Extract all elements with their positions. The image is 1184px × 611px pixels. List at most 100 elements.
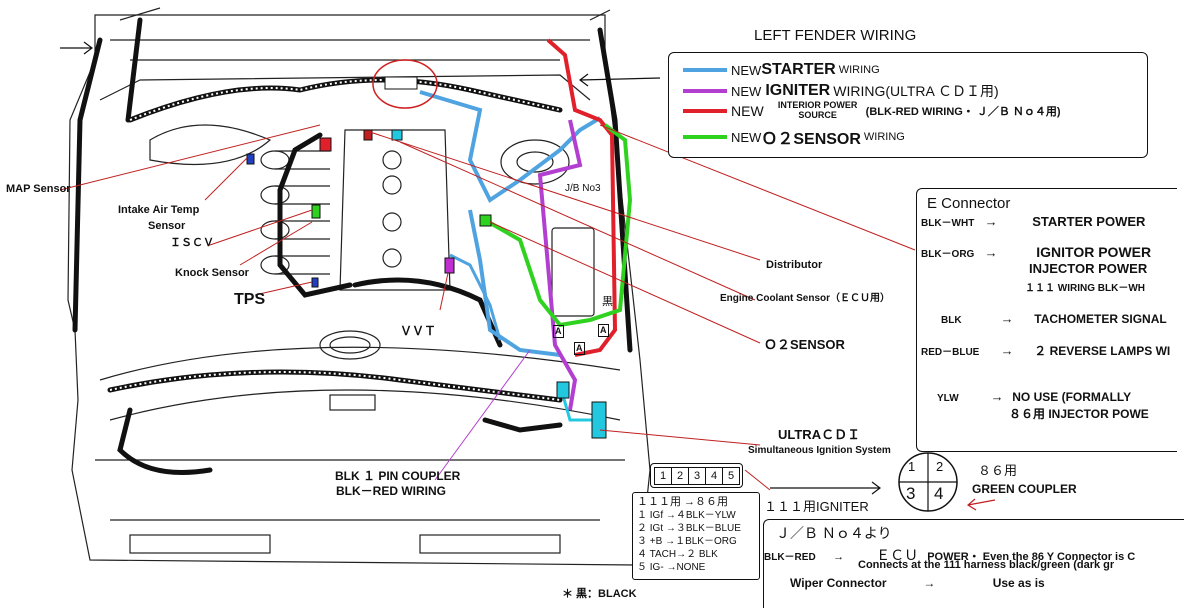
cdi-block-2: [591, 401, 607, 439]
legend-swatch-starter: [683, 68, 727, 72]
map-sensor-block: [319, 137, 332, 152]
starter-wire-lower: [449, 253, 502, 341]
legend-suffix: WIRING: [863, 131, 905, 143]
jb-no4-row2: Connects at the 111 harness black/green …: [858, 559, 1115, 571]
blk-coupler-pointer: [434, 349, 531, 481]
igniter-wire: [537, 119, 583, 411]
jb-no4-row: BLK－RED → ＥＣＵ POWER・ Even the 86 Y Conne…: [764, 545, 1135, 565]
e-connector-row: YLW → NO USE (FORMALLY: [937, 389, 1131, 404]
legend-suffix: WIRING: [838, 64, 880, 76]
legend-main: IGNITER: [765, 82, 831, 99]
mark-a-3: A: [574, 342, 585, 355]
legend-suffix: (BLK-RED WIRING・ Ｊ／Ｂ Ｎｏ４用): [865, 105, 1061, 118]
igniter-table-row: １ IGf →４BLK－YLW: [637, 510, 736, 521]
black-kanji-label: 黒: [602, 296, 613, 308]
ultra-cdi-subtitle: Simultaneous Ignition System: [748, 445, 891, 456]
fusible-link-highlight: [372, 59, 438, 109]
function: ２ REVERSE LAMPS WI: [1034, 344, 1171, 358]
starter-wire: [419, 90, 602, 357]
igniter-pin: 4: [705, 467, 723, 485]
legend-o2: NEW Ｏ２SENSOR WIRING: [683, 125, 905, 149]
jb-no4-row: Wiper Connector → Use as is: [790, 576, 1045, 590]
function: IGNITOR POWER: [1036, 244, 1152, 260]
wire-color: RED－BLUE: [921, 347, 980, 358]
arrow: →: [984, 245, 998, 260]
function: ８６用 INJECTOR POWE: [1009, 407, 1149, 421]
ecu-power-note: POWER・ Even the 86 Y Connector is C: [927, 551, 1136, 563]
e-connector-row: BLK → TACHOMETER SIGNAL: [941, 311, 1167, 326]
function: １１１ WIRING BLK－WH: [1025, 283, 1145, 294]
ultra-cdi-title: ULTRAＣＤＩ: [778, 427, 861, 442]
arrow: →: [1000, 343, 1014, 358]
arrow: →: [833, 551, 845, 563]
engine-bay-outline: [67, 7, 651, 566]
e-connector-row: INJECTOR POWER: [1029, 261, 1147, 276]
legend-prefix: NEW: [731, 102, 764, 119]
vvt-label: ＶＶＴ: [400, 324, 437, 338]
function: TACHOMETER SIGNAL: [1034, 312, 1167, 326]
coupler-pin: 4: [934, 484, 944, 503]
e-connector-row: BLK－WHT → STARTER POWER: [921, 214, 1145, 229]
intake-air-temp-label: Intake Air Temp: [118, 204, 200, 216]
map-sensor-label: MAP Sensor: [6, 183, 71, 195]
igniter-table-row: ４ TACH→２ BLK: [637, 549, 718, 560]
knock-sensor-label: Knock Sensor: [175, 267, 249, 279]
o2-sensor-label: Ｏ２SENSOR: [764, 337, 845, 352]
vvt-block: [444, 257, 455, 274]
e-connector-row: ８６用 INJECTOR POWE: [1009, 405, 1149, 422]
diagram-title: LEFT FENDER WIRING: [754, 27, 917, 44]
iscv-block: [311, 204, 321, 219]
blk-coupler-label-2: BLK－RED WIRING: [336, 484, 446, 498]
igniter-pin: 2: [671, 467, 689, 485]
legend-main: STARTER: [761, 61, 836, 78]
e-connector-title: E Connector: [927, 195, 1011, 212]
red-arrow-coupler: [966, 498, 996, 511]
igniter-pin: 5: [722, 467, 740, 485]
tps-label: TPS: [234, 291, 266, 308]
wiper-connector-value: Use as is: [992, 576, 1045, 590]
legend-swatch-interior-power: [683, 108, 727, 113]
coupler-pin: 3: [906, 484, 916, 503]
wire-color: BLK－RED: [764, 552, 816, 563]
igniter-pin: 1: [654, 467, 672, 485]
igniter-table-row: ２ IGt →３BLK－BLUE: [637, 523, 741, 534]
pointer-lines: [59, 124, 916, 491]
ecu-label: ＥＣＵ: [876, 547, 919, 563]
legend-swatch-igniter: [683, 89, 727, 93]
igniter-pin: 3: [688, 467, 706, 485]
coupler-86-label: ８６用: [978, 463, 1018, 478]
igniter-label: １１１用IGNITER: [764, 499, 869, 514]
function: NO USE (FORMALLY: [1012, 390, 1132, 404]
footnote: ＊ 黒：BLACK: [562, 588, 637, 600]
dotted-harness: [109, 79, 561, 401]
cdi-block-1: [556, 381, 570, 399]
igniter-pinout-table: １１１用 →８６用 １ IGf →４BLK－YLW ２ IGt →３BLK－BL…: [632, 492, 760, 580]
o2-sensor-wire: [484, 123, 633, 328]
legend-main: Ｏ２SENSOR: [761, 131, 861, 148]
jb-no4-panel: Ｊ／Ｂ Ｎｏ４より BLK－RED → ＥＣＵ POWER・ Even the …: [763, 519, 1184, 608]
wire-color: BLK: [941, 315, 962, 326]
legend-prefix: NEW: [731, 83, 762, 99]
blk-coupler-label-1: BLK １ PIN COUPLER: [335, 469, 461, 483]
igniter-table-row: ３ +B →１BLK－ORG: [637, 536, 737, 547]
igniter-table-header: １１１用 →８６用: [637, 496, 729, 508]
mark-a-2: A: [598, 324, 609, 337]
red-sensor-block: [363, 129, 373, 141]
coupler-pin: 1: [908, 459, 916, 474]
arrows: [60, 41, 881, 495]
legend-starter: NEW STARTER WIRING: [683, 61, 880, 79]
legend-main: INTERIOR POWER SOURCE: [777, 100, 858, 120]
legend-interior-power: NEW INTERIOR POWER SOURCE (BLK-RED WIRIN…: [683, 100, 1061, 121]
wiper-connector-label: Wiper Connector: [790, 576, 887, 590]
green-coupler-label: GREEN COUPLER: [972, 482, 1077, 496]
legend-prefix: NEW: [731, 129, 762, 145]
e-connector-row: BLK－ORG → IGNITOR POWER: [921, 244, 1151, 260]
legend-prefix: NEW: [731, 62, 762, 78]
jb-no4-title: Ｊ／Ｂ Ｎｏ４より: [776, 525, 892, 541]
function: STARTER POWER: [1032, 214, 1146, 229]
legend-swatch-o2: [683, 135, 727, 139]
wire-color: BLK－ORG: [921, 249, 975, 260]
function: INJECTOR POWER: [1029, 261, 1148, 276]
